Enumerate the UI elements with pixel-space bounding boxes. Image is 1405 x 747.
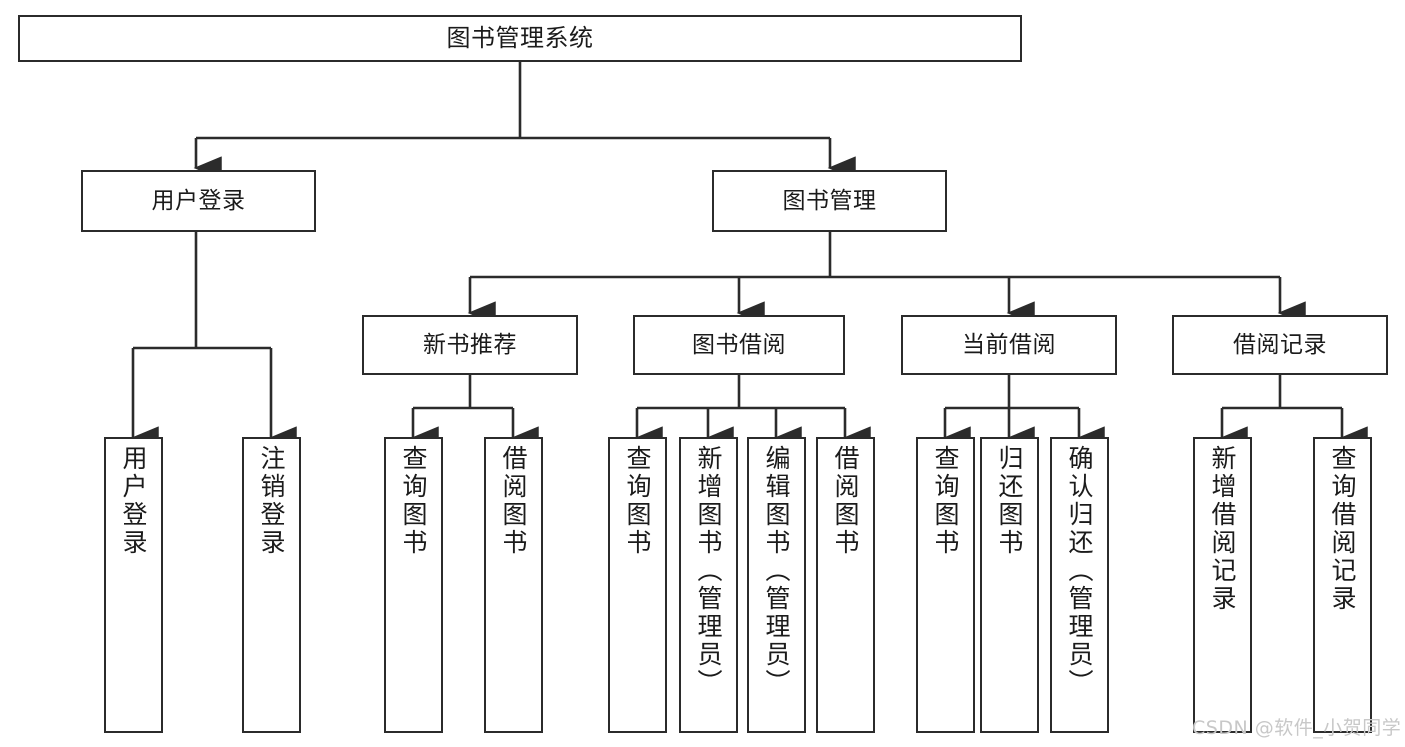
node-book-borrow[interactable]: 图书借阅	[633, 315, 845, 375]
node-label: 当前借阅	[962, 331, 1056, 358]
node-new-book-recommend[interactable]: 新书推荐	[362, 315, 578, 375]
node-root-system[interactable]: 图书管理系统	[18, 15, 1022, 62]
node-label: 图书管理	[782, 187, 877, 214]
node-borrow-record[interactable]: 借阅记录	[1172, 315, 1388, 375]
node-label: 查询图书	[623, 445, 652, 557]
node-label: 借阅图书	[499, 445, 528, 557]
leaf-current-confirm-return[interactable]: 确认归还（管理员）	[1050, 437, 1109, 733]
leaf-user-login-login[interactable]: 用户登录	[104, 437, 163, 733]
leaf-borrow-edit-book[interactable]: 编辑图书（管理员）	[747, 437, 806, 733]
node-label: 新增借阅记录	[1208, 445, 1237, 613]
leaf-current-return-book[interactable]: 归还图书	[980, 437, 1039, 733]
leaf-record-query-record[interactable]: 查询借阅记录	[1313, 437, 1372, 733]
leaf-borrow-query-book[interactable]: 查询图书	[608, 437, 667, 733]
node-label: 查询借阅记录	[1328, 445, 1357, 613]
node-label: 图书借阅	[692, 331, 786, 358]
leaf-borrow-borrow-book[interactable]: 借阅图书	[816, 437, 875, 733]
node-label: 查询图书	[931, 445, 960, 557]
node-label: 新书推荐	[423, 331, 517, 358]
node-book-management[interactable]: 图书管理	[712, 170, 947, 232]
leaf-recommend-borrow-book[interactable]: 借阅图书	[484, 437, 543, 733]
csdn-watermark: CSDN @软件_小贺同学	[1192, 717, 1402, 739]
node-current-borrow[interactable]: 当前借阅	[901, 315, 1117, 375]
node-label: 注销登录	[257, 445, 286, 557]
node-label: 借阅图书	[831, 445, 860, 557]
leaf-record-add-record[interactable]: 新增借阅记录	[1193, 437, 1252, 733]
node-label: 用户登录	[119, 445, 148, 557]
node-label: 编辑图书（管理员）	[762, 445, 791, 697]
node-label: 用户登录	[151, 187, 246, 214]
node-label: 新增图书（管理员）	[694, 445, 723, 697]
node-label: 查询图书	[399, 445, 428, 557]
node-label: 借阅记录	[1233, 331, 1327, 358]
node-label: 归还图书	[995, 445, 1024, 557]
leaf-borrow-add-book[interactable]: 新增图书（管理员）	[679, 437, 738, 733]
leaf-recommend-query-book[interactable]: 查询图书	[384, 437, 443, 733]
node-label: 图书管理系统	[446, 23, 594, 52]
node-label: 确认归还（管理员）	[1065, 445, 1094, 697]
leaf-current-query-book[interactable]: 查询图书	[916, 437, 975, 733]
node-user-login[interactable]: 用户登录	[81, 170, 316, 232]
leaf-user-login-logout[interactable]: 注销登录	[242, 437, 301, 733]
